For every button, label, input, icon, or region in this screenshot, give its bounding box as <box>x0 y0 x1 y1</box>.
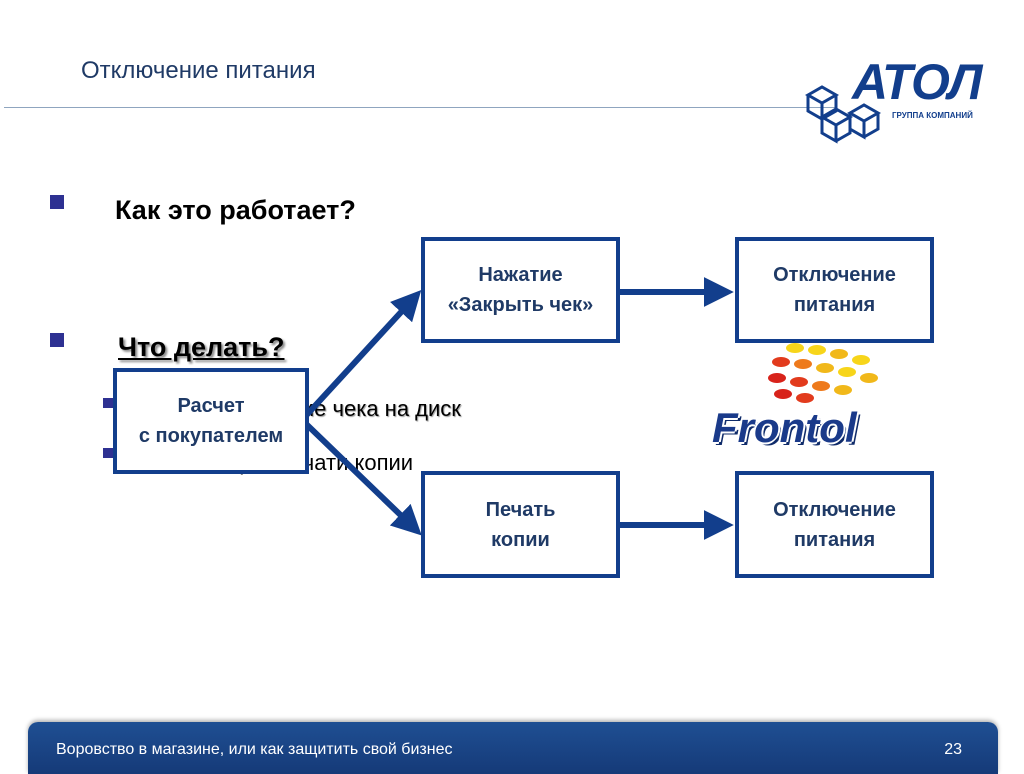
box-print-copy: Печать копии <box>421 471 620 578</box>
box-power-off-top: Отключение питания <box>735 237 934 343</box>
title-divider <box>4 107 836 108</box>
bullet-marker <box>50 333 64 347</box>
box-close-check: Нажатие «Закрыть чек» <box>421 237 620 343</box>
sub-bullet-marker <box>103 448 113 458</box>
sub-bullet-marker <box>103 398 113 408</box>
atol-logo-subtitle: ГРУППА КОМПАНИЙ <box>892 111 973 120</box>
arrow-to-print-copy <box>299 417 422 536</box>
question-how: Как это работает? <box>115 195 356 225</box>
atol-logo-text: АТОЛ <box>852 54 983 110</box>
box-payment: Расчет с покупателем <box>113 368 309 474</box>
footer-text: Воровство в магазине, или как защитить с… <box>56 741 453 758</box>
frontol-wordmark: Frontol <box>712 404 857 451</box>
bullet-marker <box>50 195 64 209</box>
atol-logo: АТОЛ ГРУППА КОМПАНИЙ <box>800 54 990 150</box>
page-number: 23 <box>944 741 962 758</box>
arrow-to-close-check <box>299 290 422 423</box>
question-what: Что делать? <box>118 332 285 362</box>
footer-bar: Воровство в магазине, или как защитить с… <box>28 722 998 774</box>
box-power-off-bottom: Отключение питания <box>735 471 934 578</box>
frontol-dots-icon <box>768 343 878 403</box>
slide-title: Отключение питания <box>81 57 316 84</box>
frontol-logo: Frontol <box>700 340 920 455</box>
cube-logo-icon <box>804 85 882 144</box>
